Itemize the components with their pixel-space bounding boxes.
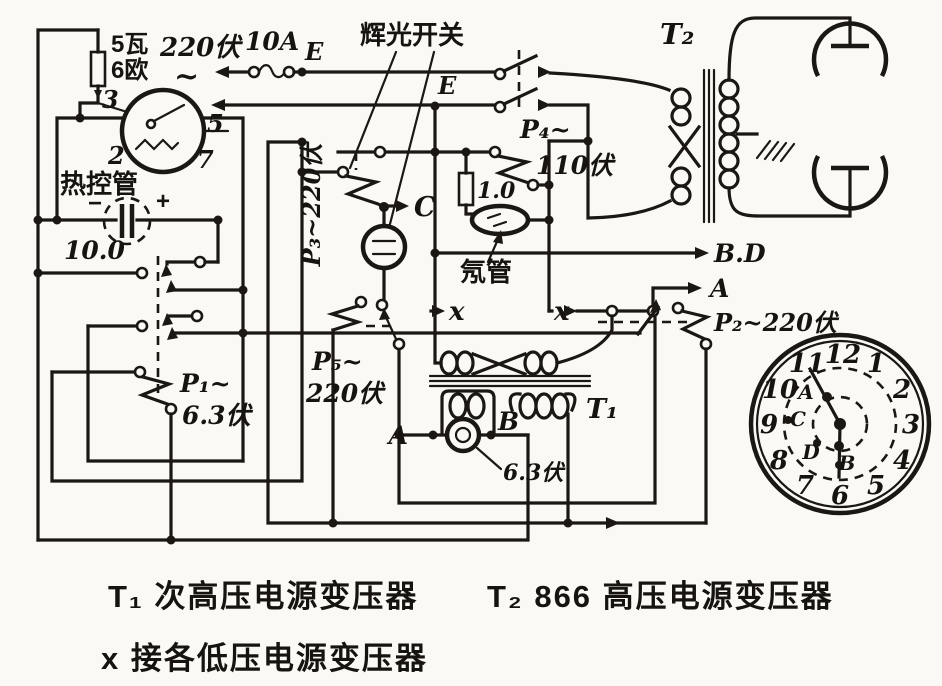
glow-switch-callout: 辉光开关 <box>348 20 464 226</box>
cap-plus-label: + <box>156 188 170 215</box>
pin7-label: 7 <box>197 145 214 174</box>
point-c-label: C <box>414 192 436 223</box>
rectifier-tube-top <box>811 16 889 78</box>
p1-voltage-label: 6.3伏 <box>182 401 253 430</box>
dial-9: 9 <box>760 410 778 440</box>
t2-name-label: T₂ <box>660 17 694 51</box>
p1-name-label: P₁~ <box>179 369 231 398</box>
dial-8: 8 <box>769 446 788 476</box>
p3-glow-lamp: C P₃~220伏 <box>297 137 436 312</box>
cap-minus-label: − <box>88 190 102 217</box>
p5-rheostat: P₅~ 220伏 <box>305 295 406 528</box>
dial-6: 6 <box>831 481 849 511</box>
p4-neon-branch: P₄~ 110伏 1.0 氖管 <box>336 115 616 313</box>
p4-name-label: P₄~ <box>519 115 571 144</box>
socket-dial: 12 1 2 3 4 5 6 7 8 9 10 11 A C D B <box>748 332 932 516</box>
main-switch <box>493 50 673 220</box>
relay-contacts <box>33 255 642 396</box>
t1-terminal-b-label: B <box>497 407 519 436</box>
thermal-tube-label: 热控管 <box>60 169 138 199</box>
caption-t1: T₁ 次高压电源变压器 <box>108 579 418 614</box>
mains-input: 220伏 ~ 10A E E <box>159 27 498 111</box>
ac-symbol: ~ <box>174 59 199 94</box>
t1-terminal-a-label: A <box>387 421 408 450</box>
dial-pin-a: A <box>796 380 814 404</box>
dial-3: 3 <box>902 410 920 440</box>
dial-10: 10 <box>762 375 798 405</box>
ballast-watts-label: 5瓦 <box>111 31 148 58</box>
pilot-lamp-ab: A B 6.3伏 <box>387 407 567 486</box>
p5-name-label: P₅~ <box>311 347 363 376</box>
neon-label: 氖管 <box>460 257 512 287</box>
capacitor-10: − + 10.0 <box>33 188 223 265</box>
pin3-label: 3 <box>102 85 119 114</box>
ballast-ohms-label: 6欧 <box>111 56 148 84</box>
a-output-label: A <box>708 274 729 303</box>
outputs-right: B.D A P₂~220伏 <box>430 239 840 525</box>
glow-switch-label: 辉光开关 <box>360 20 464 50</box>
dial-12: 12 <box>825 340 861 370</box>
rectifier-tube-bottom <box>811 154 889 218</box>
mains-voltage-label: 220伏 <box>159 33 243 63</box>
thermal-tube: 3 5 2 7 热控管 <box>55 85 245 463</box>
dial-11: 11 <box>789 349 825 379</box>
dial-pin-b: B <box>838 451 856 475</box>
bd-output-label: B.D <box>713 239 766 268</box>
transformer-t2: T₂ <box>660 16 889 224</box>
caption-t2: T₂ 866 高压电源变压器 <box>487 579 834 614</box>
x-taps: x x <box>429 297 650 327</box>
pilot-voltage-label: 6.3伏 <box>503 460 566 486</box>
thermal-tube-envelope <box>119 87 207 175</box>
fuse-rating-label: 10A <box>245 27 299 56</box>
ground-icon <box>755 139 796 163</box>
ballast-resistor: 5瓦 6欧 <box>78 28 148 120</box>
caption-x: x 接各低压电源变压器 <box>101 641 428 676</box>
dial-pin-c: C <box>790 407 806 431</box>
t1-name-label: T₁ <box>586 394 618 425</box>
dial-1: 1 <box>867 349 885 379</box>
dial-7: 7 <box>796 471 814 501</box>
p1-lamp: P₁~ 6.3伏 <box>50 365 253 545</box>
cap-value-label: 10.0 <box>64 236 125 265</box>
dial-2: 2 <box>892 375 911 405</box>
dial-4: 4 <box>893 446 911 476</box>
terminal-e-mid-label: E <box>437 71 457 100</box>
terminal-e-top-label: E <box>304 37 324 66</box>
p5-voltage-label: 220伏 <box>305 379 386 408</box>
x-right-label: x <box>553 297 570 327</box>
pin2-label: 2 <box>107 141 125 170</box>
pin5-label: 5 <box>207 109 224 138</box>
p2-label: P₂~220伏 <box>713 308 840 337</box>
p3-label: P₃~220伏 <box>297 141 326 268</box>
x-left-label: x <box>448 297 465 327</box>
neon-resistor-label: 1.0 <box>477 178 516 204</box>
transformer-t1: T₁ <box>428 104 618 528</box>
dial-5: 5 <box>867 471 885 501</box>
dial-pin-d: D <box>801 440 820 464</box>
captions: T₁ 次高压电源变压器 T₂ 866 高压电源变压器 x 接各低压电源变压器 <box>101 579 834 676</box>
